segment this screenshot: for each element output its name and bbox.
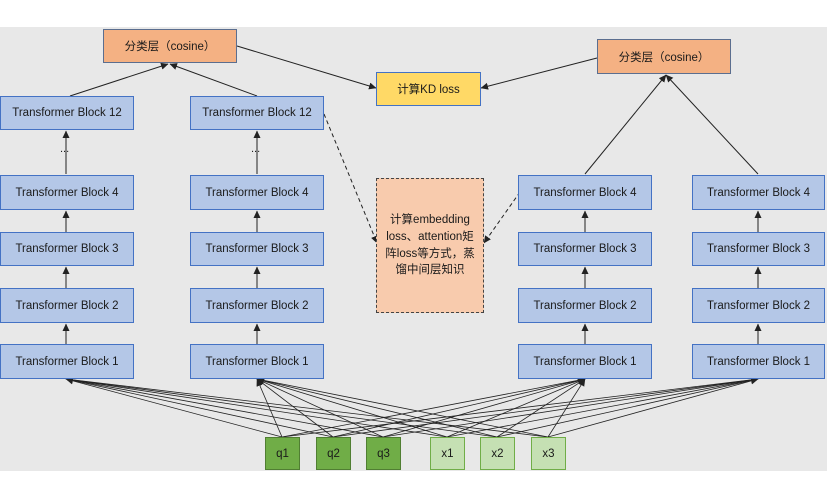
arrow-right-classifier-to-kd xyxy=(480,57,598,90)
col1-block-4: Transformer Block 4 xyxy=(0,175,134,210)
arrow-left-classifier-to-kd xyxy=(236,45,377,90)
col2-block-3: Transformer Block 3 xyxy=(190,232,324,266)
input-x1: x1 xyxy=(430,437,465,470)
col1-block-1: Transformer Block 1 xyxy=(0,344,134,379)
col1-block-3: Transformer Block 3 xyxy=(0,232,134,266)
col4-block-2: Transformer Block 2 xyxy=(692,288,825,323)
input-x2: x2 xyxy=(480,437,515,470)
input-q1: q1 xyxy=(265,437,300,470)
col3-block-3: Transformer Block 3 xyxy=(518,232,652,266)
col2-block-4: Transformer Block 4 xyxy=(190,175,324,210)
arrow-c1-to-classifier xyxy=(69,62,169,97)
input-q3: q3 xyxy=(366,437,401,470)
input-connections xyxy=(65,376,759,438)
intermediate-distillation-note: 计算embedding loss、attention矩阵loss等方式，蒸馏中间… xyxy=(376,178,484,313)
classifier-left: 分类层（cosine） xyxy=(103,29,237,63)
col3-block-1: Transformer Block 1 xyxy=(518,344,652,379)
col1-block-12: Transformer Block 12 xyxy=(0,96,134,130)
col3-block-4: Transformer Block 4 xyxy=(518,175,652,210)
col4-block-4: Transformer Block 4 xyxy=(692,175,825,210)
arrow-c2-to-classifier xyxy=(169,63,258,97)
dashed-arrow-b12-to-note xyxy=(323,113,378,244)
input-q2: q2 xyxy=(316,437,351,470)
classifier-right: 分类层（cosine） xyxy=(597,39,731,74)
arrow-c3-to-classifier xyxy=(584,74,667,175)
ellipsis-col2: ... xyxy=(251,143,260,155)
col2-block-2: Transformer Block 2 xyxy=(190,288,324,323)
col3-block-2: Transformer Block 2 xyxy=(518,288,652,323)
input-x3: x3 xyxy=(531,437,566,470)
col1-block-2: Transformer Block 2 xyxy=(0,288,134,323)
ellipsis-col1: ... xyxy=(60,143,69,155)
col2-block-1: Transformer Block 1 xyxy=(190,344,324,379)
kd-loss-box: 计算KD loss xyxy=(376,72,481,106)
arrow-c4-to-classifier xyxy=(665,74,759,175)
col4-block-1: Transformer Block 1 xyxy=(692,344,825,379)
col4-block-3: Transformer Block 3 xyxy=(692,232,825,266)
col2-block-12: Transformer Block 12 xyxy=(190,96,324,130)
dashed-arrow-b4-to-note xyxy=(483,191,521,244)
